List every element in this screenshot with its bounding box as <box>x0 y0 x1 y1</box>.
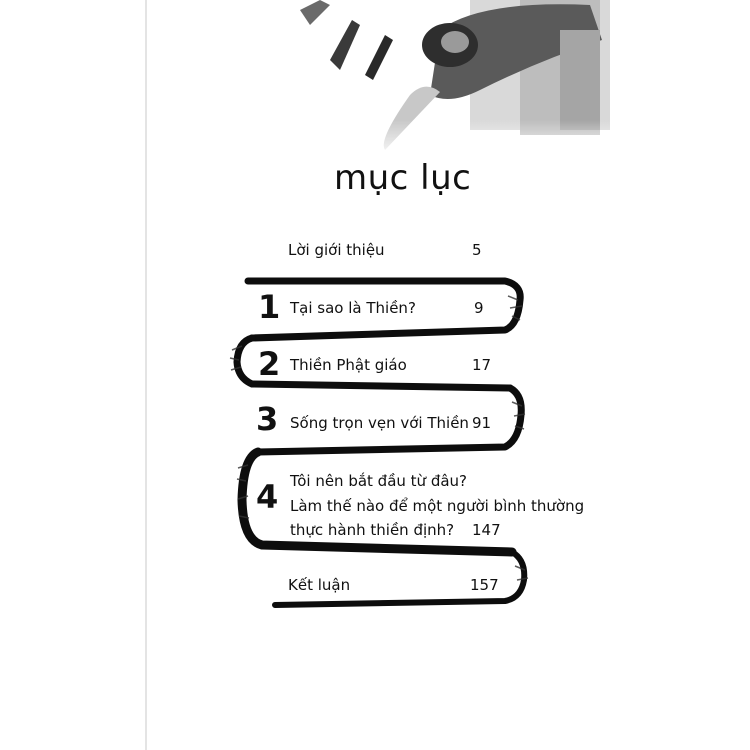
toc-entry-page-chapter-1: 9 <box>474 299 484 317</box>
toc-entry-page-intro: 5 <box>472 241 482 259</box>
toc-entry-title-chapter-4-line-3[interactable]: thực hành thiền định? <box>290 521 455 539</box>
toc-entry-title-chapter-1[interactable]: Tại sao là Thiền? <box>290 299 416 317</box>
toc-entry-title-chapter-3[interactable]: Sống trọn vẹn với Thiền <box>290 414 469 432</box>
chapter-number-3: 3 <box>256 400 279 438</box>
toc-entry-page-conclusion: 157 <box>470 576 499 594</box>
chapter-number-2: 2 <box>258 345 281 383</box>
chapter-number-1: 1 <box>258 288 281 326</box>
toc-entry-title-conclusion[interactable]: Kết luận <box>288 576 351 594</box>
toc-entry-title-chapter-4-line-2[interactable]: Làm thế nào để một người bình thường <box>290 497 585 515</box>
toc-entry-page-chapter-2: 17 <box>472 356 492 374</box>
toc-entry-title-intro[interactable]: Lời giới thiệu <box>288 241 385 259</box>
toc-entry-page-chapter-3: 91 <box>472 414 492 432</box>
chapter-number-4: 4 <box>256 478 279 516</box>
toc-entry-title-chapter-4-line-1[interactable]: Tôi nên bắt đầu từ đâu? <box>290 472 468 490</box>
toc-entry-page-chapter-4: 147 <box>472 521 501 539</box>
page-spine-edge <box>145 0 147 750</box>
toc-heading: mục lục <box>334 158 472 198</box>
header-photo <box>290 0 610 160</box>
toc-entry-title-chapter-2[interactable]: Thiền Phật giáo <box>290 356 407 374</box>
